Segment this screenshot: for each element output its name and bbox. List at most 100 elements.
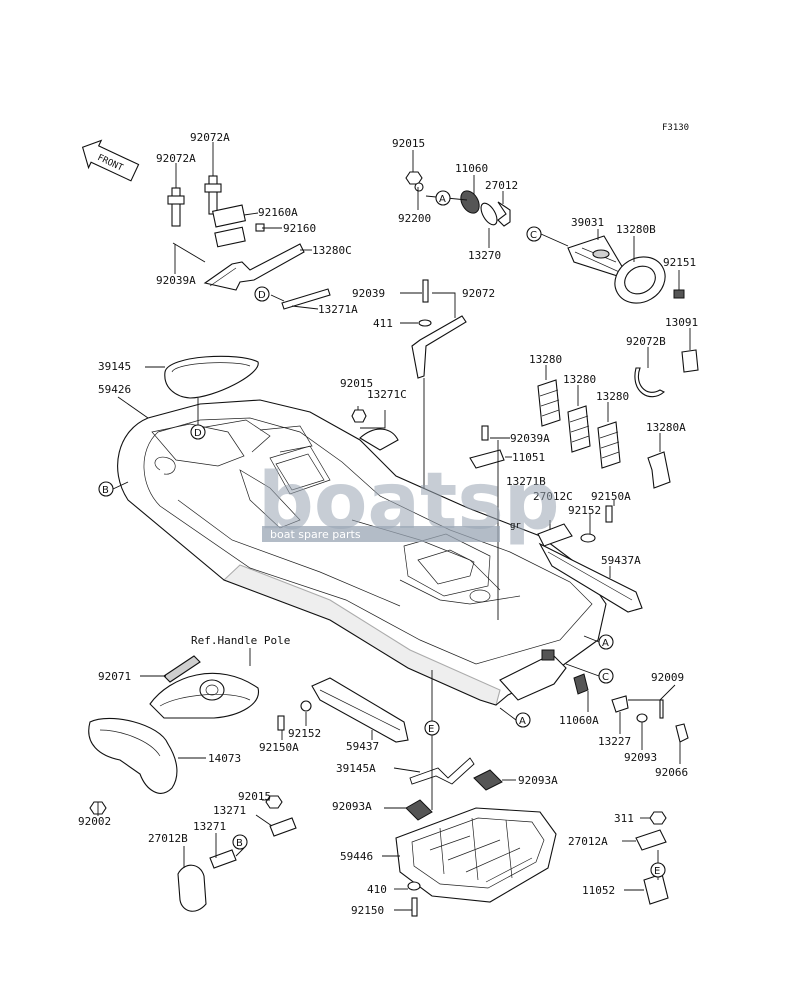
- bolt-group-left: 92150A 92152: [259, 700, 321, 754]
- callout-92072A-2: 92072A: [156, 152, 196, 165]
- callout-92072: 92072: [462, 287, 495, 300]
- callout-11060A: 11060A: [559, 714, 599, 727]
- callout-92071: 92071: [98, 670, 131, 683]
- callout-39031: 39031: [571, 216, 604, 229]
- callout-13280-1: 13280: [529, 353, 562, 366]
- callout-92152-b: 92152: [288, 727, 321, 740]
- callout-92015-c: 92015: [238, 790, 271, 803]
- right-bracket-group: 311 27012A 11052: [568, 811, 669, 905]
- callout-92152: 92152: [568, 504, 601, 517]
- callout-92002: 92002: [78, 815, 111, 828]
- svg-text:E: E: [428, 724, 434, 735]
- handle-pole-group: Ref.Handle Pole 92071: [98, 634, 290, 719]
- callout-13280-3: 13280: [596, 390, 629, 403]
- seal-wire-group: 39145A: [336, 757, 475, 785]
- svg-text:C: C: [530, 230, 537, 241]
- callout-13270: 13270: [468, 249, 501, 262]
- callout-13227: 13227: [598, 735, 631, 748]
- svg-text:D: D: [258, 290, 266, 301]
- callout-13271A: 13271A: [318, 303, 358, 316]
- seat-bracket-group: 92072A 92072A 92160A 92160 13280C 92039A…: [156, 131, 358, 316]
- callout-92015-b: 92015: [340, 377, 373, 390]
- callout-92072B: 92072B: [626, 335, 666, 348]
- callout-13280A: 13280A: [646, 421, 686, 434]
- callout-39145: 39145: [98, 360, 131, 373]
- callout-92200: 92200: [398, 212, 431, 225]
- marker-d-hull: D: [190, 424, 206, 440]
- callout-59426: 59426: [98, 383, 131, 396]
- callout-13271B: 13271B: [506, 475, 546, 488]
- callout-14073: 14073: [208, 752, 241, 765]
- clamp-group: 13280 13280 13280 13280A: [529, 353, 686, 489]
- svg-text:A: A: [439, 194, 446, 205]
- marker-c-hull: C: [565, 663, 614, 684]
- callout-59437: 59437: [346, 740, 379, 753]
- callout-27012B: 27012B: [148, 832, 188, 845]
- callout-92039A-b: 92039A: [510, 432, 550, 445]
- diagram-code: F3130: [662, 123, 689, 133]
- callout-92009: 92009: [651, 671, 684, 684]
- callout-11051: 11051: [512, 451, 545, 464]
- cover-plate-group: 92015 92200 11060 27012 13270: [392, 137, 518, 262]
- marker-b-lower: B: [232, 834, 248, 850]
- svg-text:E: E: [654, 866, 660, 877]
- marker-e-hull: E: [424, 670, 440, 810]
- callout-13091: 13091: [665, 316, 698, 329]
- callout-59446: 59446: [340, 850, 373, 863]
- marker-c-top: C: [526, 226, 569, 247]
- callout-92015: 92015: [392, 137, 425, 150]
- marker-a-lower: A: [499, 707, 531, 728]
- hull-fittings: 92015 13271C 92039A 11051: [340, 377, 550, 620]
- marker-d-top: D: [254, 286, 270, 302]
- callout-92093A: 92093A: [518, 774, 558, 787]
- pad-group: 92093A 92093A: [332, 769, 558, 821]
- callout-13280B: 13280B: [616, 223, 656, 236]
- callout-11060: 11060: [455, 162, 488, 175]
- svg-text:gr: gr: [510, 521, 521, 531]
- right-lower-fittings: 11060A 92009 13227 92093 92066: [559, 671, 689, 779]
- left-bracket-group: 92015 13271 13271 27012B: [148, 790, 297, 912]
- callout-410: 410: [367, 883, 387, 896]
- callout-13271C: 13271C: [367, 388, 407, 401]
- svg-text:A: A: [602, 638, 609, 649]
- callout-11052: 11052: [582, 884, 615, 897]
- hull-body: [117, 355, 607, 706]
- callout-92066: 92066: [655, 766, 688, 779]
- callout-27012C: 27012C: [533, 490, 573, 503]
- callout-92072A: 92072A: [190, 131, 230, 144]
- marker-e-right: E: [650, 862, 666, 878]
- callout-411: 411: [373, 317, 393, 330]
- callout-27012: 27012: [485, 179, 518, 192]
- svg-text:B: B: [102, 485, 109, 496]
- marker-b-hull: B: [98, 481, 129, 497]
- callout-13271-b: 13271: [193, 820, 226, 833]
- callout-39145A: 39145A: [336, 762, 376, 775]
- callout-13280-2: 13280: [563, 373, 596, 386]
- ref-handle-pole: Ref.Handle Pole: [191, 634, 290, 647]
- callout-92039: 92039: [352, 287, 385, 300]
- watermark: boatsp gr boat spare parts: [258, 457, 560, 547]
- callout-27012A: 27012A: [568, 835, 608, 848]
- callout-13271: 13271: [213, 804, 246, 817]
- callout-92150A-b: 92150A: [259, 741, 299, 754]
- callout-311: 311: [614, 812, 634, 825]
- callout-59437A: 59437A: [601, 554, 641, 567]
- front-arrow-icon: FRONT: [81, 139, 140, 182]
- svg-text:C: C: [602, 672, 609, 683]
- callout-92160A: 92160A: [258, 206, 298, 219]
- svg-text:A: A: [519, 716, 526, 727]
- svg-text:B: B: [236, 838, 243, 849]
- duct-group: 39031 13280B 92151 13091 92072B: [567, 216, 699, 398]
- callout-92093: 92093: [624, 751, 657, 764]
- svg-text:boat spare parts: boat spare parts: [270, 528, 361, 541]
- callout-13280C: 13280C: [312, 244, 352, 257]
- ride-plate-group: 59446 410 92150: [340, 807, 557, 917]
- sponson-left-group: 59437: [311, 677, 409, 753]
- marker-a-hull: A: [583, 634, 614, 650]
- callout-92160: 92160: [283, 222, 316, 235]
- callout-92150A: 92150A: [591, 490, 631, 503]
- callout-92150: 92150: [351, 904, 384, 917]
- handle-grip-group: 14073 92002: [78, 717, 241, 828]
- callout-92151: 92151: [663, 256, 696, 269]
